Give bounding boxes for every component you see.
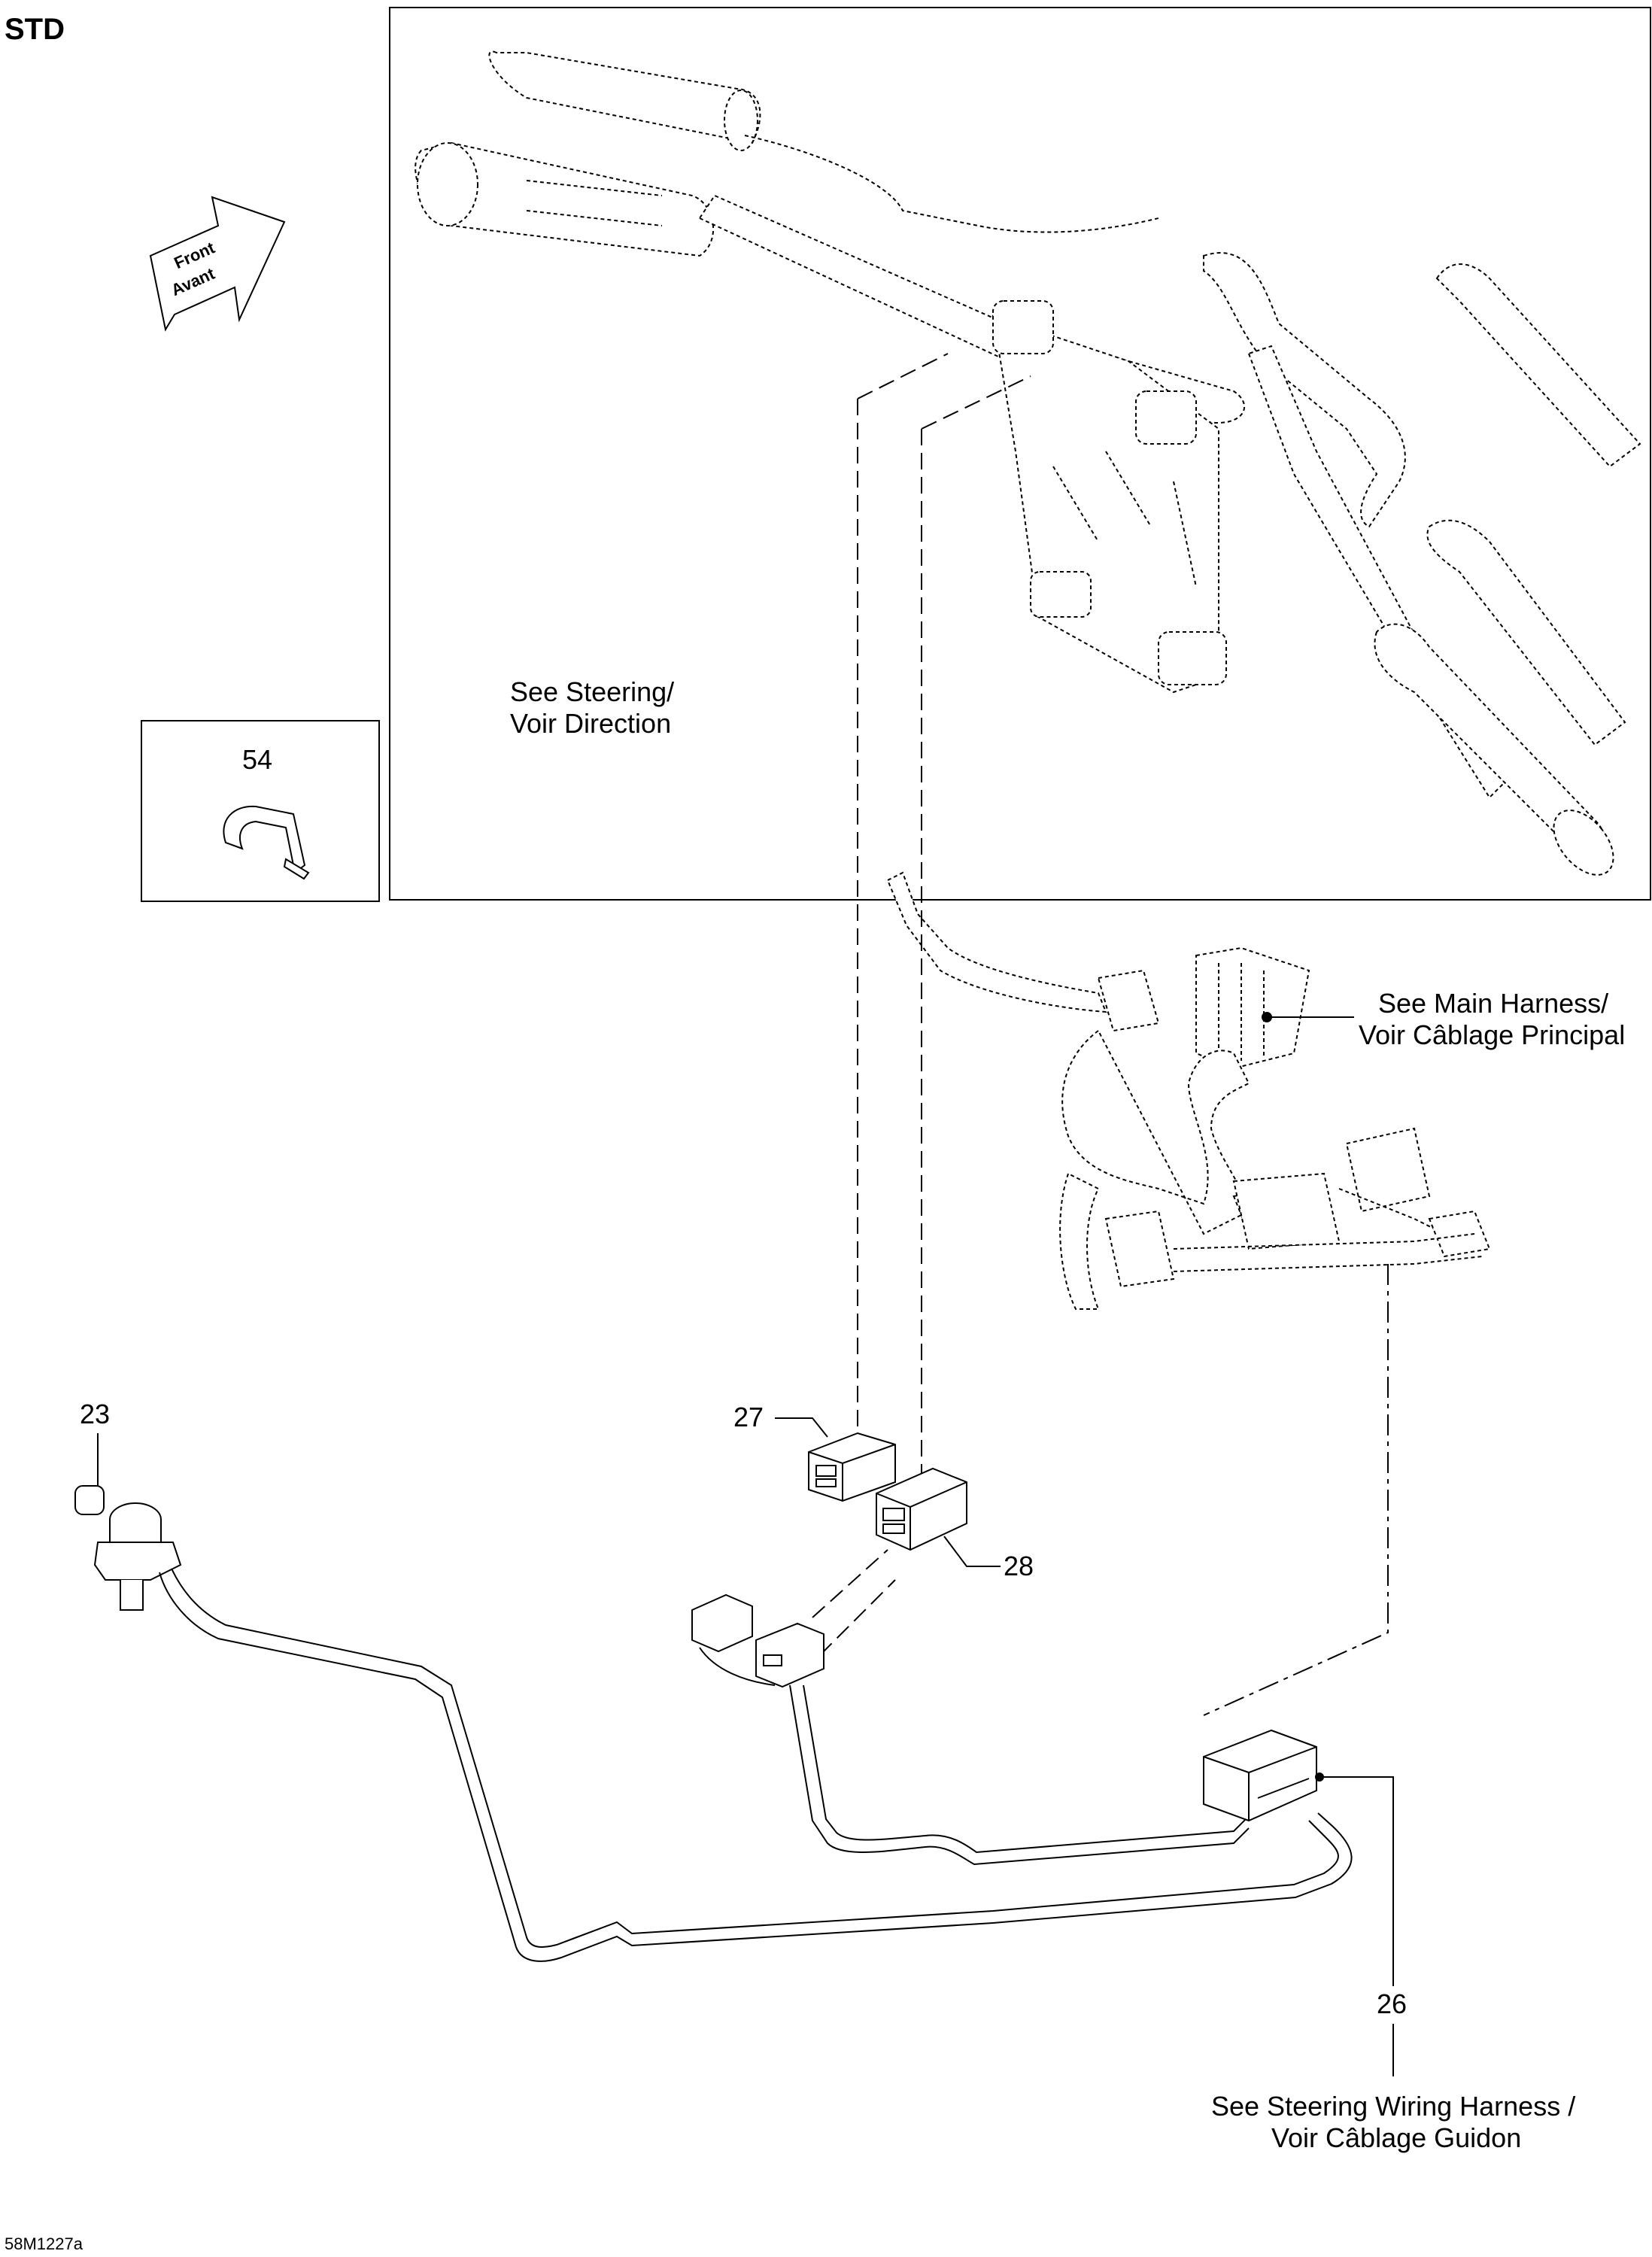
- ref-line-a-top: [857, 353, 949, 399]
- steering-frame: [389, 7, 1651, 901]
- front-arrow-icon: Front Avant: [149, 196, 286, 332]
- part-26-number: 26: [1377, 1988, 1407, 2019]
- diagram-title: STD: [5, 13, 65, 46]
- main-harness-callout: See Main Harness/ Voir Câblage Principal: [1262, 988, 1625, 1050]
- part-54-number: 54: [242, 744, 272, 775]
- ref-line-d: [819, 1579, 896, 1656]
- part-54-clip: [223, 805, 310, 880]
- see-main-harness-line1: See Main Harness/: [1378, 988, 1608, 1019]
- figure-id: 58M1227a: [5, 2234, 84, 2253]
- see-main-harness-line2: Voir Câblage Principal: [1359, 1019, 1625, 1050]
- main-harness: [886, 871, 1491, 1310]
- part-27-connector: 27: [733, 1402, 896, 1502]
- part-23-number: 23: [80, 1399, 110, 1429]
- see-steering-line1: See Steering/: [510, 676, 674, 707]
- see-steering-wiring-line2: Voir Câblage Guidon: [1271, 2122, 1521, 2153]
- ref-line-b-top: [921, 375, 1031, 430]
- ref-line-c: [812, 1549, 888, 1618]
- part-27-number: 27: [733, 1402, 764, 1432]
- part-54-inset: [141, 720, 380, 902]
- part-23-switch: 23: [74, 1399, 182, 1611]
- part-26-callout: 26 See Steering Wiring Harness / Voir Câ…: [1211, 1776, 1575, 2153]
- part-28-number: 28: [1004, 1551, 1034, 1581]
- ref-line-e: [1203, 1264, 1389, 1716]
- steering-wiring-harness: [159, 1568, 1353, 1962]
- see-steering-wiring-line1: See Steering Wiring Harness /: [1211, 2091, 1575, 2122]
- see-steering-line2: Voir Direction: [510, 708, 671, 739]
- part-28-connector: 28: [876, 1467, 1034, 1581]
- handlebar-assembly: [415, 50, 1641, 876]
